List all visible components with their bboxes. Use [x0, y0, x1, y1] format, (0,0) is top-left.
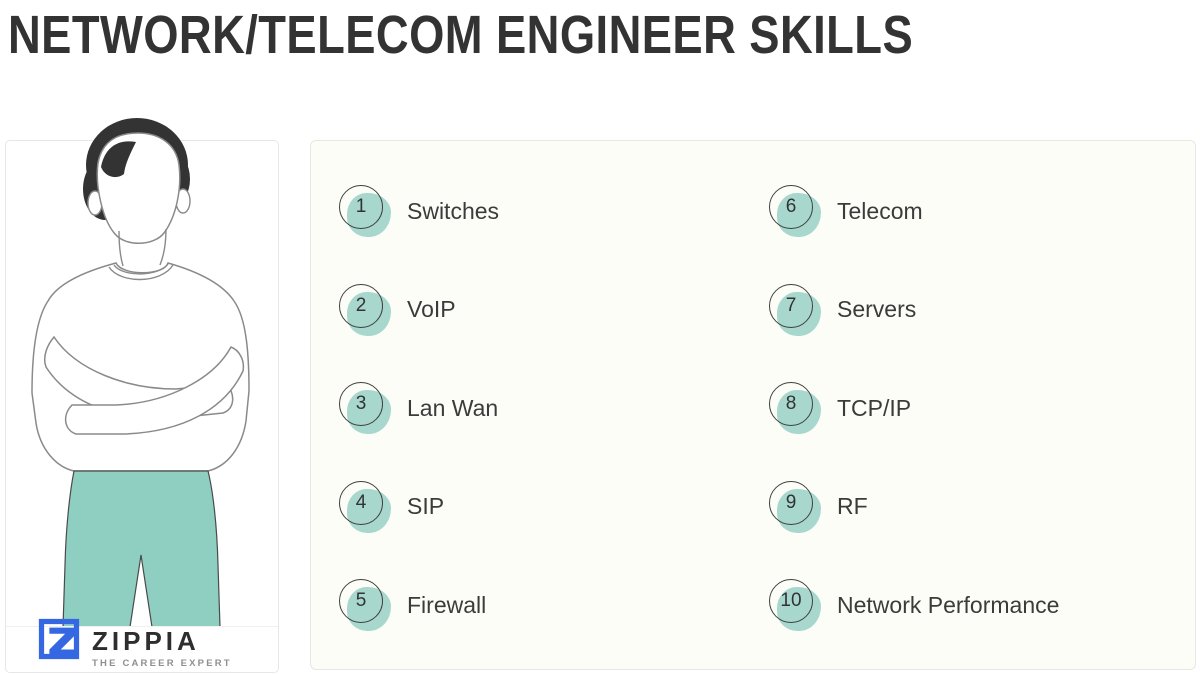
- skill-item: 8 TCP/IP: [769, 382, 1059, 434]
- skill-number: 7: [769, 283, 813, 328]
- page-title: NETWORK/TELECOM ENGINEER SKILLS: [8, 5, 914, 65]
- skill-label: SIP: [407, 493, 445, 519]
- skill-item: 4 SIP: [339, 480, 499, 533]
- skill-number-badge: 6: [769, 185, 821, 237]
- skill-label: Servers: [837, 296, 917, 322]
- skill-item: 2 VoIP: [339, 283, 499, 336]
- skill-number-badge: 9: [769, 480, 821, 533]
- skill-number: 8: [769, 382, 813, 426]
- skill-label: Firewall: [407, 591, 487, 618]
- skill-number: 4: [339, 480, 383, 525]
- zippia-z-icon: [38, 618, 80, 660]
- skill-number: 3: [339, 382, 383, 426]
- person-illustration-panel: ZIPPIA THE CAREER EXPERT: [5, 118, 279, 673]
- skill-number-badge: 7: [769, 283, 821, 336]
- skill-label: Network Performance: [837, 591, 1060, 618]
- skill-label: Lan Wan: [407, 394, 499, 421]
- brand-tagline: THE CAREER EXPERT: [92, 658, 232, 669]
- skill-number: 5: [339, 579, 383, 623]
- skill-number-badge: 4: [339, 480, 391, 533]
- skill-item: 9 RF: [769, 480, 1059, 533]
- skill-label: RF: [837, 493, 868, 519]
- skills-column-right: 6 Telecom 7 Servers 8 TCP/IP 9 RF: [769, 185, 1059, 631]
- skills-column-left: 1 Switches 2 VoIP 3 Lan Wan 4 SIP: [339, 185, 499, 631]
- skill-item: 6 Telecom: [769, 185, 1059, 237]
- skill-label: VoIP: [407, 296, 456, 322]
- skill-number-badge: 8: [769, 382, 821, 434]
- skill-item: 3 Lan Wan: [339, 382, 499, 434]
- skill-number-badge: 2: [339, 283, 391, 336]
- skill-number: 2: [339, 283, 383, 328]
- skill-number-badge: 10: [769, 579, 821, 631]
- skill-item: 1 Switches: [339, 185, 499, 237]
- person-illustration: [31, 118, 250, 628]
- skill-label: Switches: [407, 197, 500, 224]
- skill-number-badge: 5: [339, 579, 391, 631]
- skill-label: Telecom: [837, 197, 923, 224]
- skill-item: 10 Network Performance: [769, 579, 1059, 631]
- skill-item: 5 Firewall: [339, 579, 499, 631]
- skill-number-badge: 3: [339, 382, 391, 434]
- skills-card: 1 Switches 2 VoIP 3 Lan Wan 4 SIP: [310, 140, 1196, 670]
- skill-number: 10: [769, 579, 813, 623]
- skill-number: 6: [769, 185, 813, 229]
- brand-name: ZIPPIA: [92, 626, 200, 656]
- skill-number: 1: [339, 185, 383, 229]
- skill-label: TCP/IP: [837, 394, 912, 421]
- skill-number-badge: 1: [339, 185, 391, 237]
- skill-number: 9: [769, 480, 813, 525]
- skill-item: 7 Servers: [769, 283, 1059, 336]
- zippia-logo: ZIPPIA THE CAREER EXPERT: [6, 618, 278, 672]
